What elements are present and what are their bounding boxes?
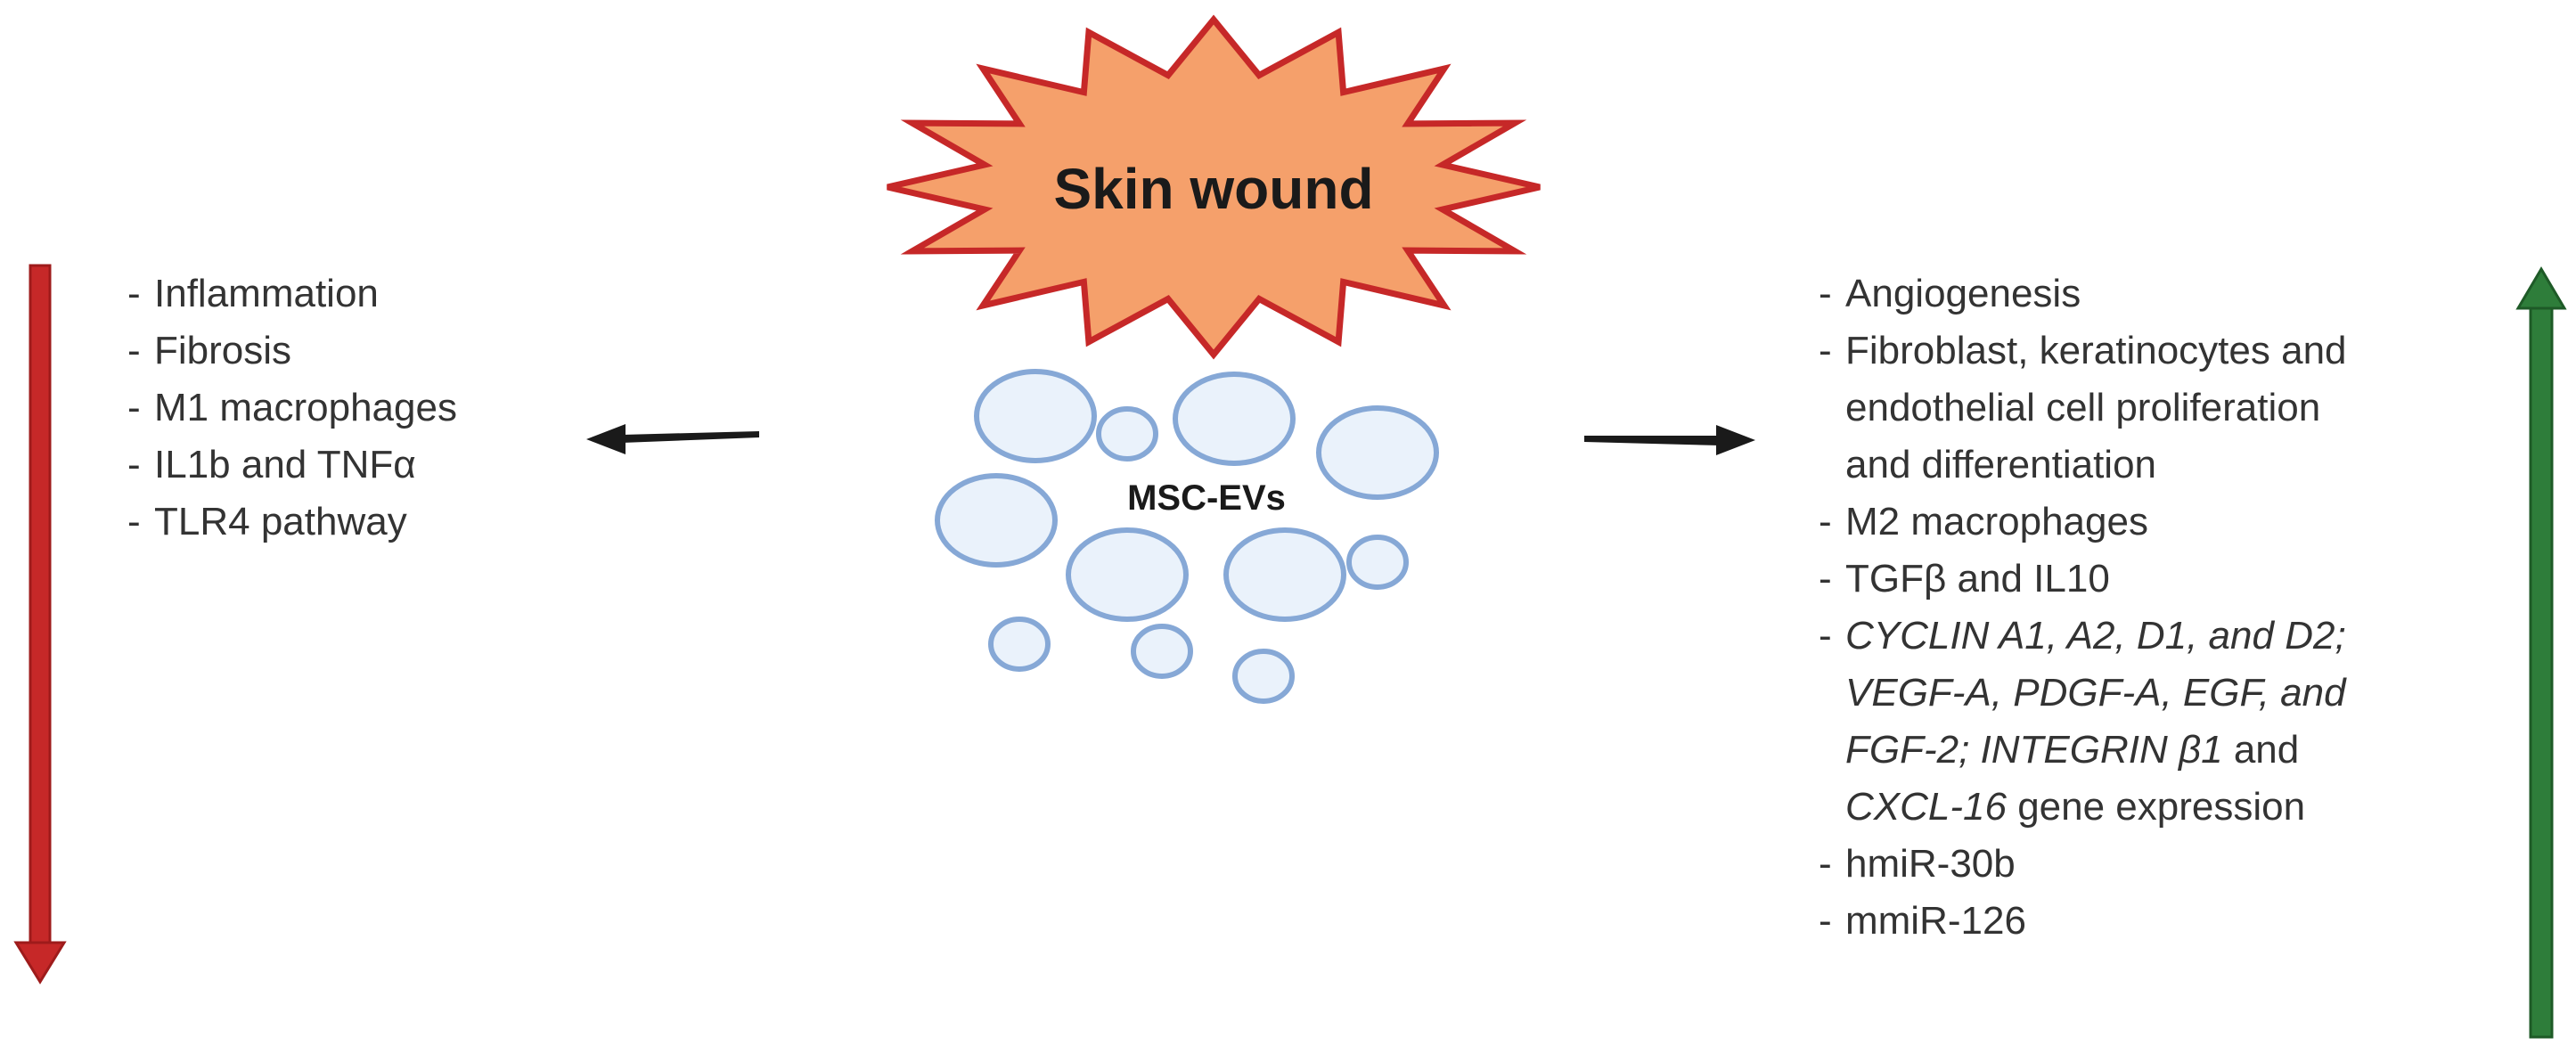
vesicle (1096, 406, 1158, 462)
increased-item-angiogenesis: -Angiogenesis (1819, 272, 2081, 315)
right-arrow-head (1716, 425, 1755, 455)
vesicle (1316, 405, 1439, 500)
increased-item-tgf: -TGFβ and IL10 (1819, 557, 2110, 600)
vesicle (1346, 535, 1409, 590)
increase-arrow-head (2515, 266, 2567, 310)
increase-arrow (2515, 266, 2567, 1039)
msc-evs-label: MSC-EVs (1127, 478, 1286, 518)
increase-arrow-shaft (2529, 303, 2554, 1039)
decreased-item: -TLR4 pathway (127, 500, 407, 543)
decreased-item: -Inflammation (127, 272, 379, 315)
msc-ev-vesicles (935, 369, 1439, 704)
decreased-item: -Fibrosis (127, 329, 292, 372)
decrease-arrow (13, 264, 67, 984)
vesicle (1232, 649, 1295, 704)
increased-item-gene-expression: - CYCLIN A1, A2, D1, and D2; VEGF-A, PDG… (1819, 614, 2346, 829)
left-arrow-shaft (622, 431, 759, 443)
decreased-item: -IL1b and TNFα (127, 443, 416, 486)
vesicle (1173, 372, 1296, 466)
vesicle (974, 369, 1097, 463)
vesicle (1223, 527, 1346, 622)
skin-wound-title: Skin wound (1053, 157, 1373, 221)
increased-item-mir126: -mmiR-126 (1819, 899, 2026, 943)
burst-shape (887, 14, 1541, 360)
left-arrow-head (586, 424, 626, 454)
skin-wound-burst: Skin wound (887, 14, 1541, 360)
increased-item-m2: -M2 macrophages (1819, 500, 2148, 543)
increased-item-mir30b: -hmiR-30b (1819, 842, 2016, 886)
increased-effects-list: -Angiogenesis - Fibroblast, keratinocyte… (1819, 266, 2347, 950)
increased-item-proliferation: - Fibroblast, keratinocytes and endothel… (1819, 329, 2347, 486)
vesicle (935, 473, 1058, 568)
left-pointer-arrow (586, 424, 759, 454)
decrease-arrow-shaft (29, 264, 52, 948)
right-arrow-shaft (1584, 436, 1720, 445)
vesicle (1131, 624, 1193, 679)
decreased-effects-list: -Inflammation -Fibrosis -M1 macrophages … (127, 266, 457, 551)
decreased-item: -M1 macrophages (127, 386, 457, 429)
decrease-arrow-head (13, 941, 67, 984)
vesicle (1066, 527, 1189, 622)
vesicle (988, 617, 1051, 672)
right-pointer-arrow (1584, 425, 1755, 455)
